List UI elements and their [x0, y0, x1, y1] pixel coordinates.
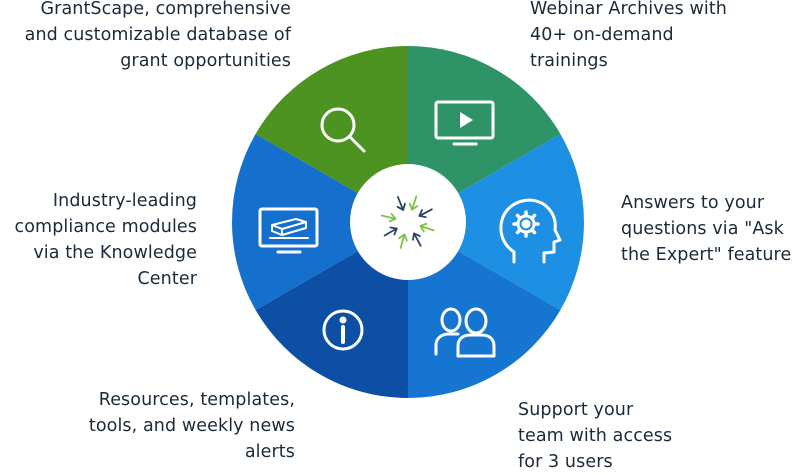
webinar-label: Webinar Archives with 40+ on-demand trai… — [530, 0, 727, 71]
hub-arrowhead — [412, 232, 421, 241]
convergence-hub — [350, 164, 466, 280]
resources-label: Resources, templates, tools, and weekly … — [88, 390, 295, 462]
compliance-label: Industry-leading compliance modules via … — [14, 191, 197, 289]
magnifier-icon — [320, 107, 366, 153]
support-label: Support your team with access for 3 user… — [518, 400, 673, 472]
hub-arrow — [383, 227, 398, 237]
info-icon — [322, 309, 364, 351]
hub-arrow — [396, 196, 405, 211]
hub-arrowhead — [389, 226, 398, 236]
hub-arrow — [413, 232, 422, 247]
segment-compliance — [255, 46, 408, 194]
hub-arrow — [419, 225, 435, 232]
hub-arrow — [411, 195, 418, 211]
monitor-play-icon — [434, 100, 495, 146]
hub-arrowhead — [396, 202, 406, 211]
segment-webinar — [456, 134, 584, 310]
head-gear-icon — [499, 198, 562, 264]
grantscape-label: GrantScape, comprehensive and customizab… — [24, 0, 291, 71]
users-icon — [434, 307, 496, 358]
hub-arrowhead — [398, 233, 408, 242]
hub-arrow — [380, 214, 397, 220]
segment-grantscape — [408, 46, 561, 194]
hub-arrowhead — [388, 212, 397, 223]
hub-arrow — [418, 208, 433, 217]
segment-support — [255, 250, 408, 398]
answers-label: Answers to your questions via "Ask the E… — [621, 193, 792, 265]
hub-arrowhead — [419, 222, 428, 233]
hub-arrowhead — [408, 202, 419, 211]
books-monitor-icon — [258, 207, 319, 254]
hub-arrow — [399, 233, 406, 249]
segment-resources — [232, 134, 360, 310]
hub-arrowhead — [418, 209, 427, 218]
